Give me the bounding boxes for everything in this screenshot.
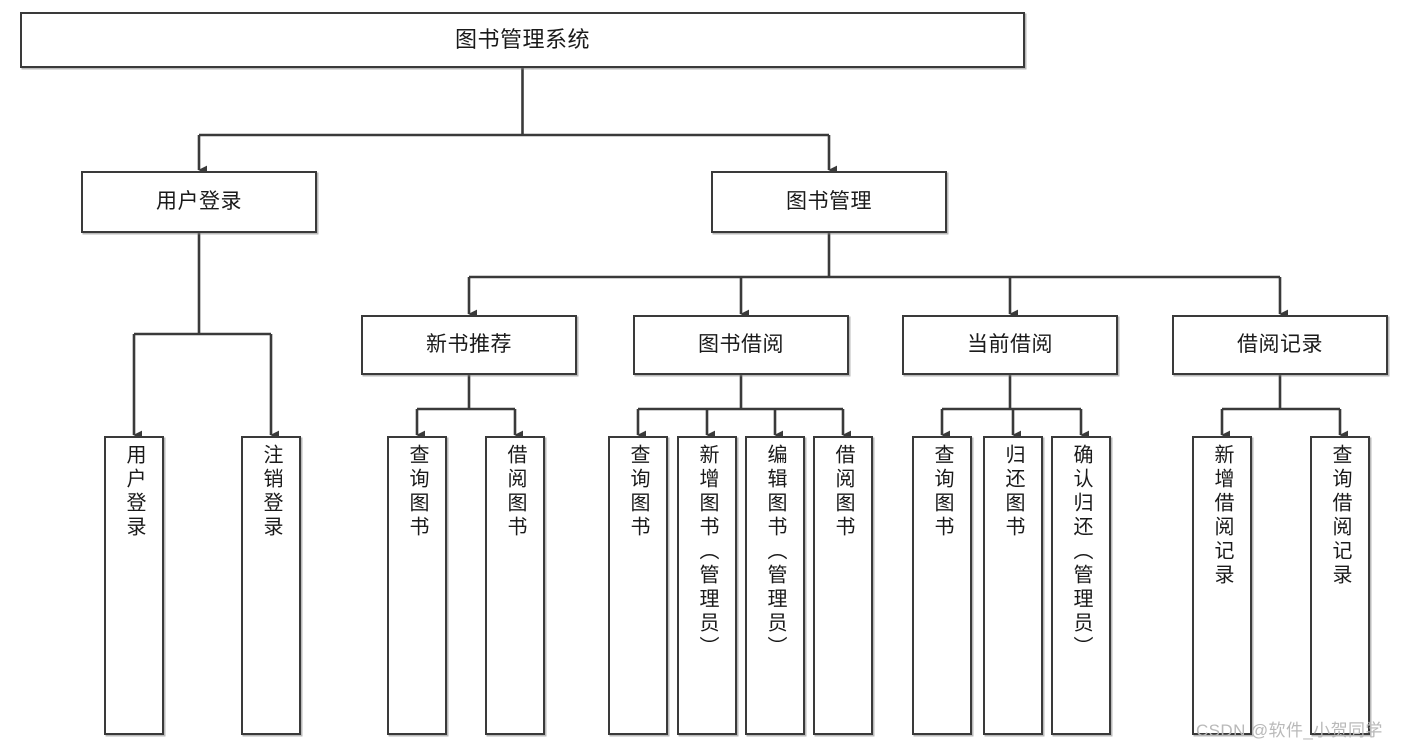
edge-group [132, 68, 1349, 440]
node-book-manage[interactable]: 图书管理 [711, 171, 947, 233]
node-label: 注销登录 [260, 444, 282, 540]
node-label: 新增借阅记录 [1211, 444, 1233, 588]
node-leaf-add-record[interactable]: 新增借阅记录 [1192, 436, 1252, 735]
node-label: 用户登录 [123, 444, 145, 540]
node-label: 查询图书 [627, 444, 649, 540]
node-leaf-edit-book[interactable]: 编辑图书（管理员） [745, 436, 805, 735]
node-user-login[interactable]: 用户登录 [81, 171, 317, 233]
node-label: 查询借阅记录 [1329, 444, 1351, 588]
node-label: 图书管理系统 [454, 26, 590, 52]
node-leaf-query-record[interactable]: 查询借阅记录 [1310, 436, 1370, 735]
node-label: 当前借阅 [967, 333, 1053, 357]
node-label: 确认归还（管理员） [1070, 444, 1092, 660]
node-leaf-query-book-1[interactable]: 查询图书 [387, 436, 447, 735]
node-label: 图书管理 [786, 190, 872, 214]
node-leaf-borrow-book-1[interactable]: 借阅图书 [485, 436, 545, 735]
node-label: 查询图书 [406, 444, 428, 540]
node-label: 借阅图书 [504, 444, 526, 540]
node-book-borrow[interactable]: 图书借阅 [633, 315, 849, 375]
node-leaf-user-logout[interactable]: 注销登录 [241, 436, 301, 735]
node-label: 用户登录 [156, 190, 242, 214]
node-label: 查询图书 [931, 444, 953, 540]
node-label: 借阅图书 [832, 444, 854, 540]
node-label: 归还图书 [1002, 444, 1024, 540]
node-leaf-confirm-return[interactable]: 确认归还（管理员） [1051, 436, 1111, 735]
node-leaf-query-book-3[interactable]: 查询图书 [912, 436, 972, 735]
node-leaf-user-login[interactable]: 用户登录 [104, 436, 164, 735]
node-leaf-borrow-book-2[interactable]: 借阅图书 [813, 436, 873, 735]
node-current-borrow[interactable]: 当前借阅 [902, 315, 1118, 375]
node-new-book-rec[interactable]: 新书推荐 [361, 315, 577, 375]
node-label: 借阅记录 [1237, 333, 1323, 357]
node-leaf-query-book-2[interactable]: 查询图书 [608, 436, 668, 735]
node-root[interactable]: 图书管理系统 [20, 12, 1025, 68]
node-label: 新增图书（管理员） [696, 444, 718, 660]
node-label: 新书推荐 [426, 333, 512, 357]
node-borrow-record[interactable]: 借阅记录 [1172, 315, 1388, 375]
node-leaf-add-book[interactable]: 新增图书（管理员） [677, 436, 737, 735]
node-leaf-return-book[interactable]: 归还图书 [983, 436, 1043, 735]
node-label: 图书借阅 [698, 333, 784, 357]
node-label: 编辑图书（管理员） [764, 444, 786, 660]
